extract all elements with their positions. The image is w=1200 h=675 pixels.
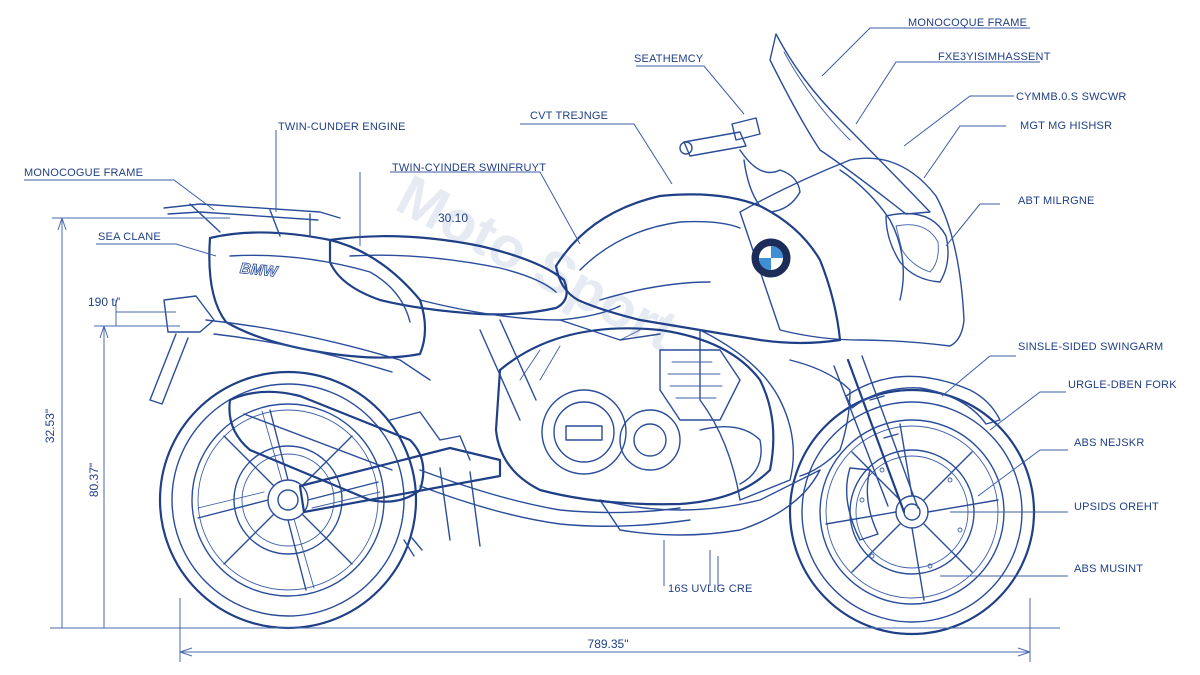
label-twin-cylinder-engine: TWIN-CUNDER ENGINE bbox=[278, 121, 406, 133]
dimension-values: 30.10 190 t/' 32.53" 80.37" 789.35" bbox=[43, 211, 628, 651]
dim-small-height: 190 t/' bbox=[88, 295, 120, 309]
label-monocoque-frame-left: MONOCOGUE FRAME bbox=[24, 167, 143, 179]
label-monocoque-frame-top: MONOCOQUE FRAME bbox=[908, 17, 1027, 29]
dim-overall-height: 32.53" bbox=[43, 409, 57, 443]
label-cvt-triangle: CVT TREJNGE bbox=[530, 110, 608, 122]
callout-labels: MONOCOQUE FRAME SEATHEMCY FXE3YISIMHASSE… bbox=[24, 17, 1177, 595]
label-upside-orht: UPSIDS OREHT bbox=[1074, 501, 1159, 513]
label-sea-clane: SEA CLANE bbox=[98, 231, 161, 243]
label-fxe: FXE3YISIMHASSENT bbox=[938, 51, 1051, 63]
dim-seat-value: 30.10 bbox=[438, 211, 468, 225]
seat bbox=[328, 235, 621, 321]
pannier: BMW bbox=[163, 203, 427, 359]
tail-section bbox=[149, 295, 431, 405]
label-seat-height: SEATHEMCY bbox=[634, 53, 704, 65]
front-fork bbox=[833, 355, 1001, 514]
pannier-lettering: BMW bbox=[239, 260, 280, 281]
bmw-logo-icon bbox=[751, 238, 791, 278]
label-cymm: CYMMB.0.S SWCWR bbox=[1016, 91, 1127, 103]
dimension-lines bbox=[50, 217, 1060, 662]
label-exhaust-note: 16S UVLIG CRE bbox=[668, 583, 753, 595]
label-abs-1: ABS NEJSKR bbox=[1074, 437, 1144, 449]
label-upside-down-fork: URGLE-DBEN FORK bbox=[1068, 379, 1177, 391]
leader-lines bbox=[24, 27, 1068, 590]
label-single-sided-swingarm: SINSLE-SIDED SWINGARM bbox=[1018, 341, 1163, 353]
label-mgt: MGT MG HISHSR bbox=[1020, 120, 1112, 132]
label-abt: ABT MILRGNE bbox=[1018, 195, 1095, 207]
rear-wheel bbox=[158, 370, 418, 630]
swingarm bbox=[298, 411, 502, 557]
handlebar bbox=[679, 117, 801, 213]
label-abs-2: ABS MUSINT bbox=[1074, 563, 1143, 575]
label-twin-cylinder-swing: TWIN-CYINDER SWINFRUYT bbox=[392, 162, 546, 174]
engine bbox=[479, 319, 775, 506]
dim-wheel-height: 80.37" bbox=[87, 463, 101, 497]
dim-overall-length: 789.35" bbox=[588, 637, 629, 651]
fairing bbox=[554, 33, 965, 536]
